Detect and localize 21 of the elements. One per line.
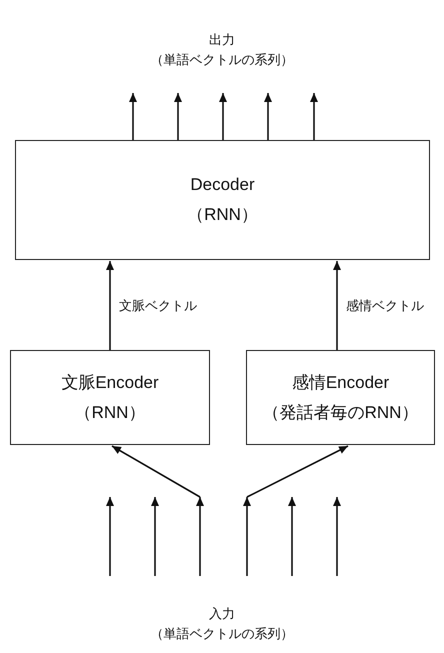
box-label: 感情Encoder （発話者毎のRNN） <box>262 372 420 424</box>
encoder-box <box>246 350 435 445</box>
arrow <box>264 93 272 140</box>
box-label: Decoder （RNN） <box>186 174 259 226</box>
caption-text: （単語ベクトルの系列） <box>150 51 294 69</box>
arrow <box>310 93 318 140</box>
caption-text: 入力 <box>208 605 236 623</box>
arrow <box>219 93 227 140</box>
arrow <box>129 93 137 140</box>
edge-label: 文脈ベクトル <box>118 297 198 315</box>
caption-text: （単語ベクトルの系列） <box>150 625 294 643</box>
decoder-box <box>15 140 430 260</box>
encoder-box <box>10 350 210 445</box>
box-label: 文脈Encoder （RNN） <box>60 372 160 424</box>
arrow <box>333 261 341 350</box>
arrow <box>112 445 200 498</box>
arrow <box>106 261 114 350</box>
arrow <box>246 445 348 498</box>
edge-label: 感情ベクトル <box>345 297 425 315</box>
caption-text: 出力 <box>208 31 236 49</box>
arrow <box>174 93 182 140</box>
